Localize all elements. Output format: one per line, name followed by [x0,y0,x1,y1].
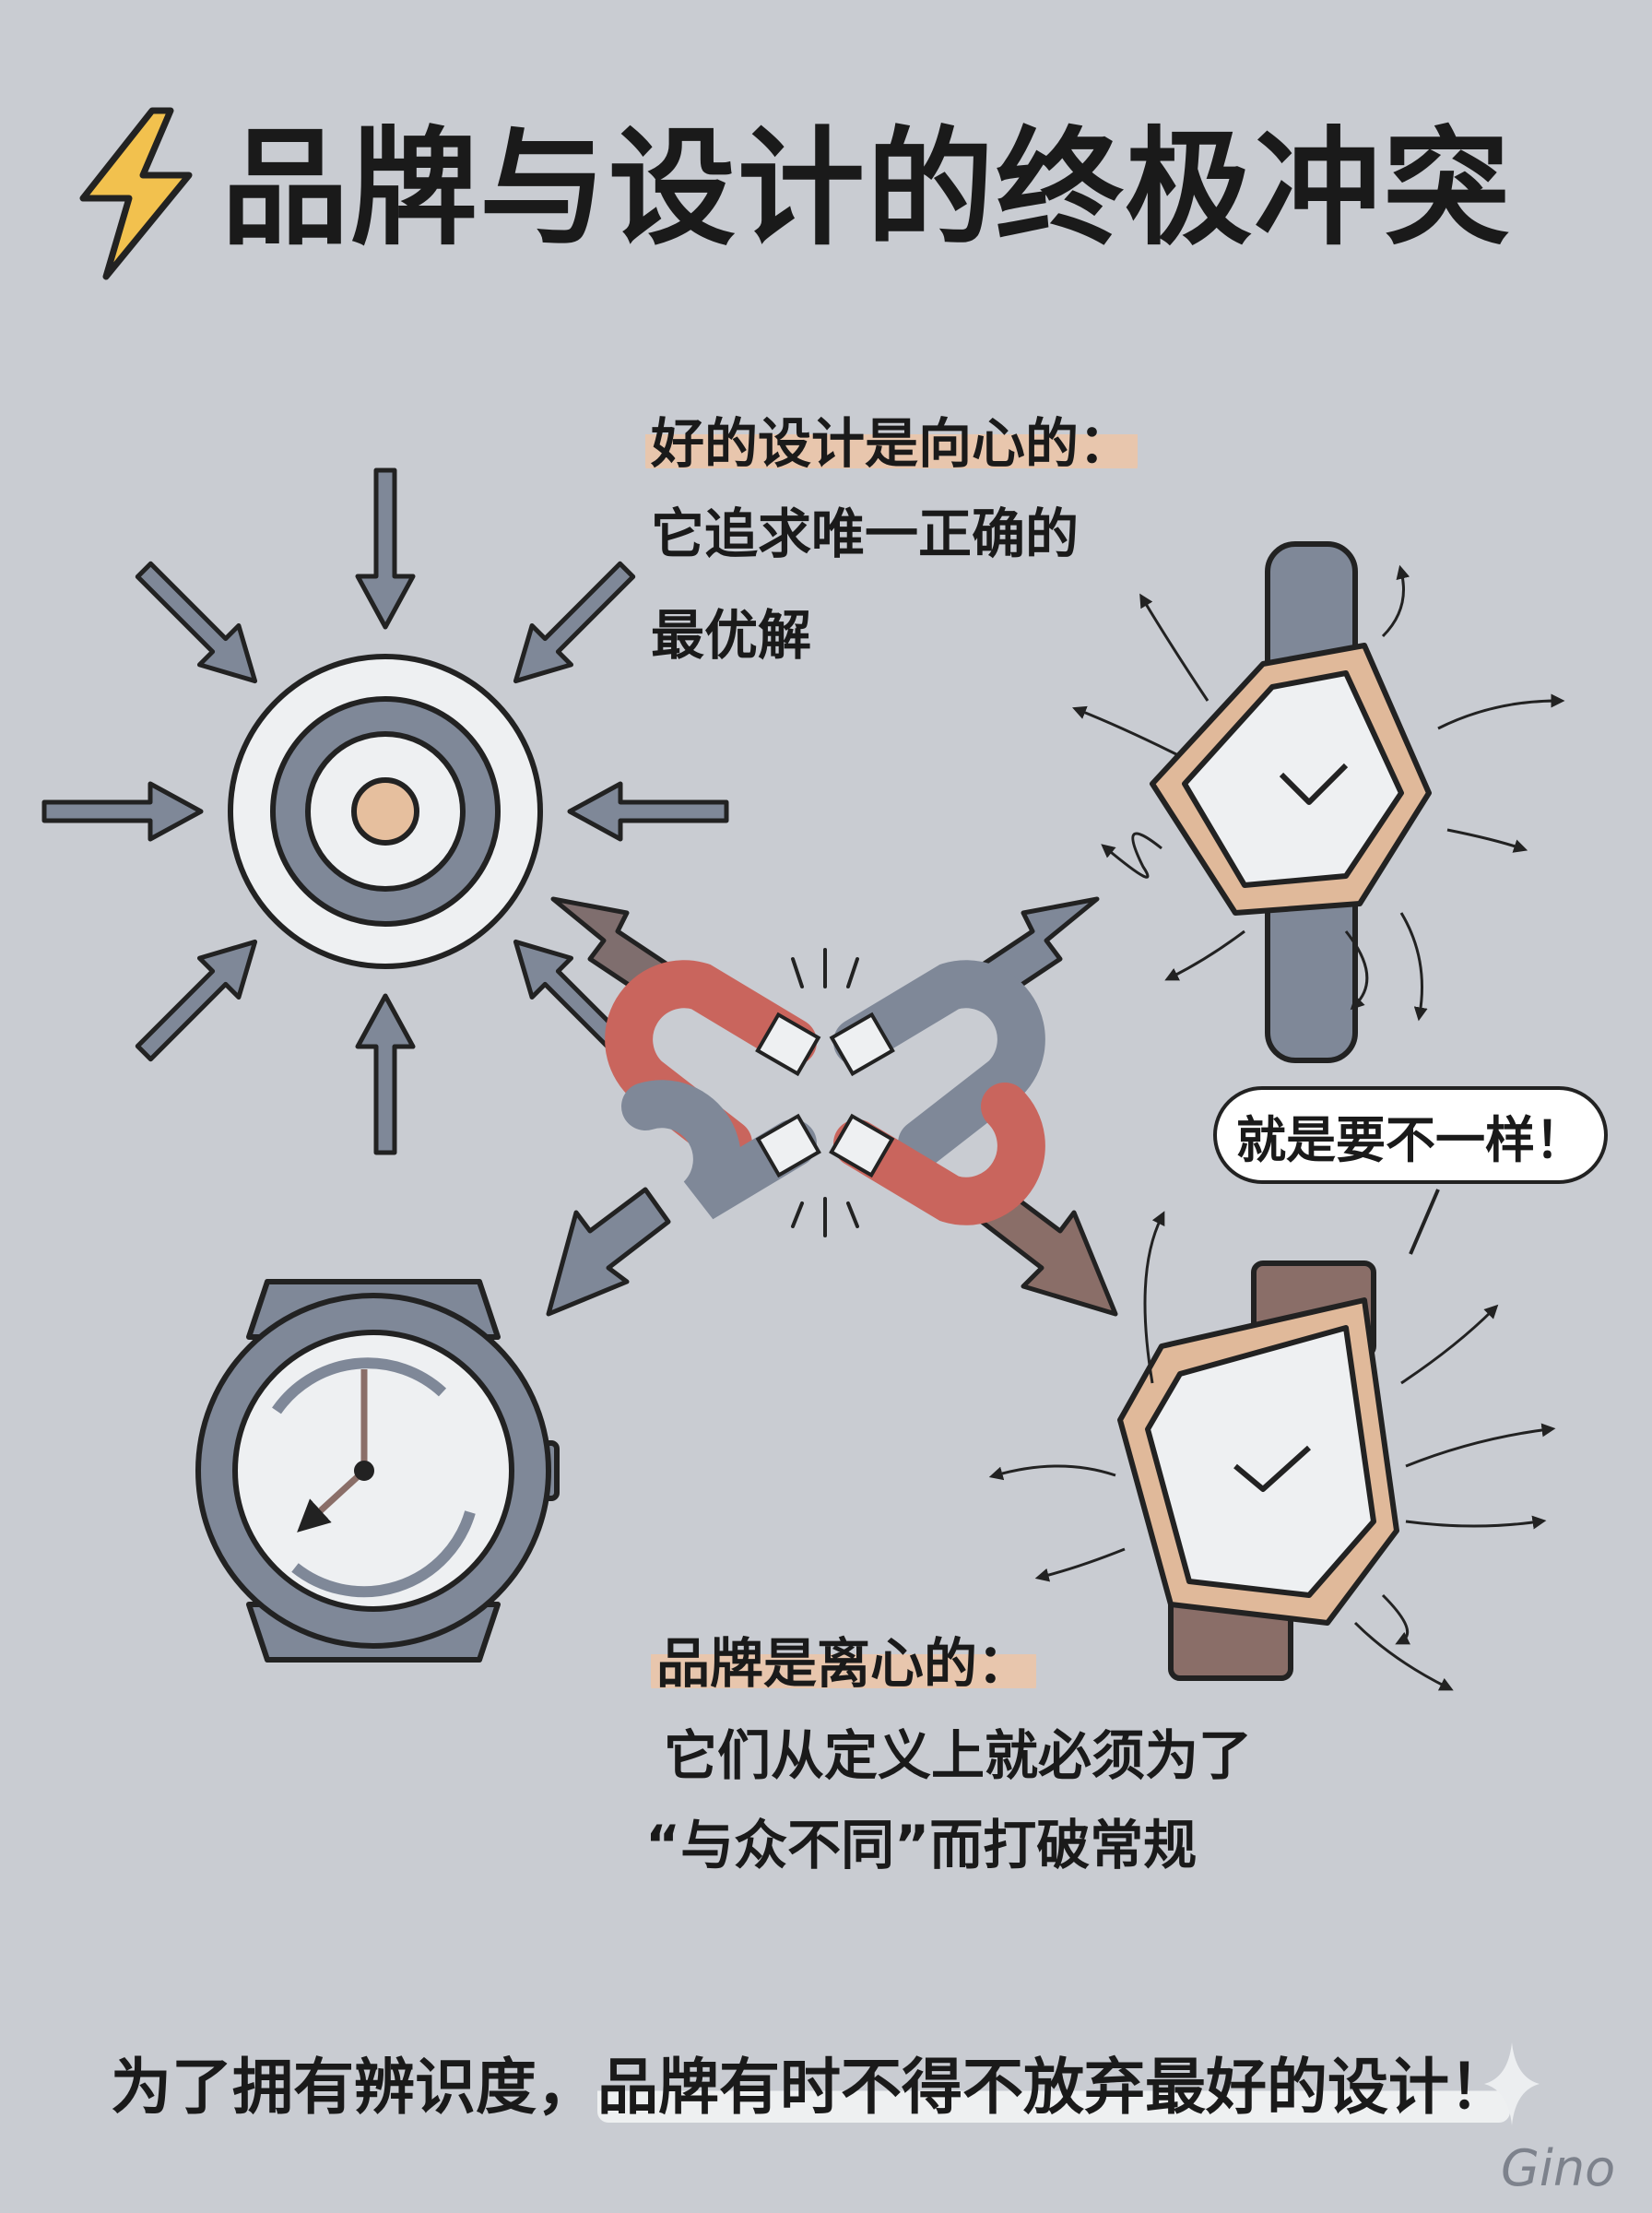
conclusion-part-2: 品牌有时不得不放弃最好的设计！ [597,2052,1510,2123]
speech-bubble-tail [1409,1189,1440,1255]
brand-line-1: 它们从定义上就必须为了 [664,1724,1253,1787]
signature: Gino [1501,2139,1616,2197]
centripetal-target-icon [228,654,543,969]
magnets-icon [605,948,1045,1237]
brand-line-2: “与众不同”而打破常规 [645,1814,1198,1876]
conclusion: 为了拥有辨识度，品牌有时不得不放弃最好的设计！ [111,2038,1510,2126]
lightning-icon [79,107,193,280]
rose-gold-watch-icon [988,1211,1556,1691]
design-heading: 好的设计是向心的： [645,412,1139,475]
brand-heading: 品牌是离心的： [651,1632,1037,1695]
page-title: 品牌与设计的终极冲突 [221,114,1513,263]
speech-bubble: 就是要不一样！ [1213,1086,1608,1184]
design-line-1: 它追求唯一正确的 [651,503,1080,565]
design-heading-text: 好的设计是向心的： [645,412,1139,475]
classic-watch-icon [195,1279,560,1663]
sparkle-icon [1484,2042,1540,2125]
inward-arrows [41,467,729,1155]
conclusion-part-1: 为了拥有辨识度， [111,2052,597,2123]
quirky-watch-icon [1072,541,1565,1063]
design-line-2: 最优解 [651,604,812,667]
brand-heading-text: 品牌是离心的： [651,1632,1037,1695]
